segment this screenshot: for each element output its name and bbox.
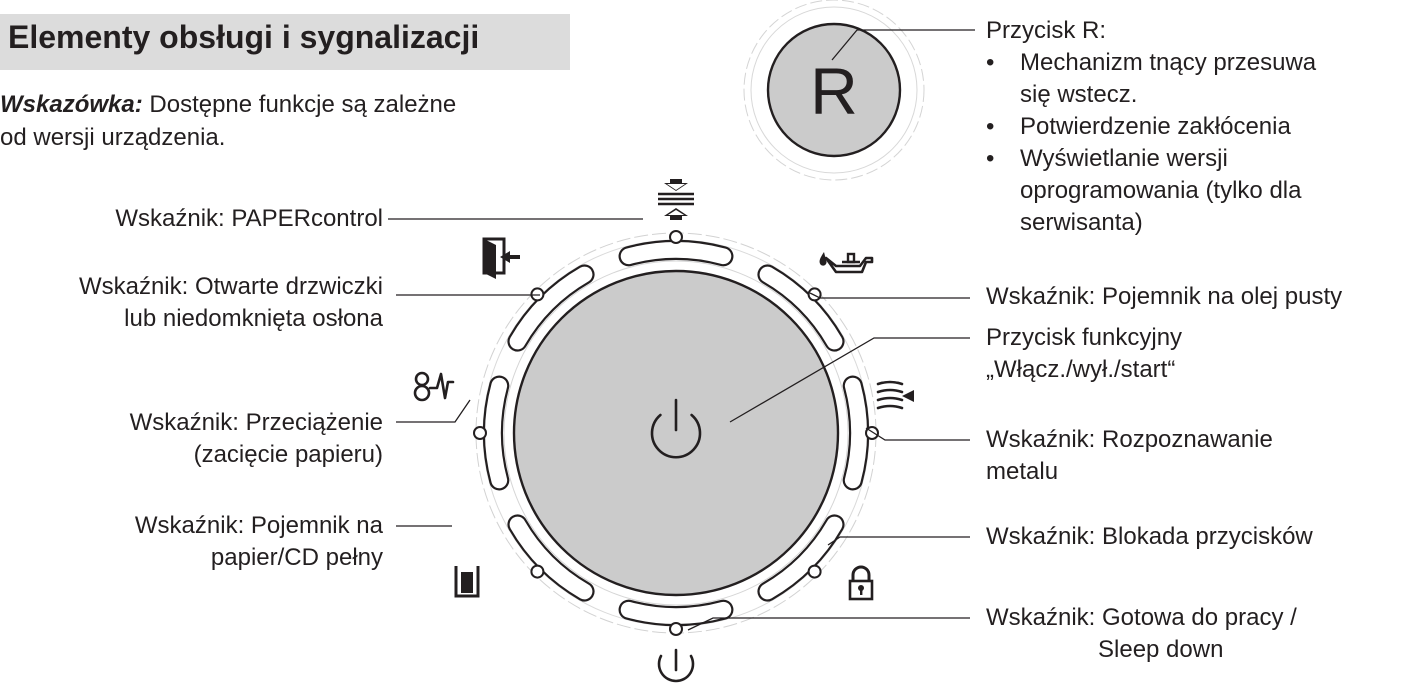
label-bin-full: Wskaźnik: Pojemnik na papier/CD pełny [135,510,383,574]
r-bullet: Wyświetlanie wersji oprogramowania (tylko… [986,143,1316,239]
segment-metal [842,375,870,491]
label-ready-line-2: Sleep down [1098,636,1224,663]
power-icon [657,648,695,683]
r-bullet-text-cont: serwisanta) [1020,209,1143,236]
r-bullet-text: Potwierdzenie zakłócenia [1020,113,1291,140]
indicator-segments [473,230,879,636]
label-ready-line-1: Wskaźnik: Gotowa do pracy / [986,604,1297,631]
segment-ready [618,599,734,627]
r-bullet: Potwierdzenie zakłócenia [986,111,1316,143]
label-bin-full-line-2: papier/CD pełny [210,544,383,571]
label-power-button-line-2: „Włącz./wył./start“ [986,356,1176,383]
label-r-button-title: Przycisk R: [986,15,1106,47]
r-button-group: R [743,0,925,181]
r-button[interactable] [766,22,902,158]
segment-bin [507,514,595,602]
bin-full-icon [454,566,480,598]
label-power-button: Przycisk funkcyjny „Włącz./wył./start“ [986,322,1182,386]
segment-bin-led [530,564,545,579]
r-bullet-text: Mechanizm tnący przesuwa [1020,49,1317,76]
oil-can-icon [819,252,874,274]
label-bin-full-line-1: Wskaźnik: Pojemnik na [134,512,383,539]
hint-note: Wskazówka: Dostępne funkcje są zależne o… [0,88,590,154]
segment-oil-led [807,287,822,302]
r-button-glyph: R [810,54,858,128]
leader-power-button [729,337,970,423]
papercontrol-icon [658,179,694,220]
label-papercontrol: Wskaźnik: PAPERcontrol [115,203,383,235]
label-oil-empty-line-1: Wskaźnik: Pojemnik na olej pusty [986,283,1343,310]
label-metal-detect-line-2: metalu [986,458,1059,485]
hint-text-line1: Dostępne funkcje są zależne [142,91,457,118]
label-door-open: Wskaźnik: Otwarte drzwiczki lub niedomkn… [79,271,383,335]
r-button-outer-ring [743,0,925,181]
segment-lock [757,514,845,602]
r-bullet-text: Wyświetlanie wersji [1020,145,1228,172]
leader-metal [865,427,970,441]
label-metal-detect: Wskaźnik: Rozpoznawanie metalu [986,424,1273,488]
segment-ready-led [669,622,683,636]
power-button[interactable] [512,269,840,597]
r-bullet-text-cont: oprogramowania (tylko dla [1020,177,1302,204]
segment-overload-led [473,426,487,440]
r-bullet: Mechanizm tnący przesuwa się wstecz. [986,47,1316,111]
label-overload-line-1: Wskaźnik: Przeciążenie [129,409,383,436]
leader-lines [388,29,975,631]
page-title: Elementy obsługi i sygnalizacji [8,19,480,55]
hint-text-line2: od wersji urządzenia. [0,124,226,151]
door-open-icon [482,237,520,279]
label-ready: Wskaźnik: Gotowa do pracy / Sleep down [986,602,1297,666]
title-bar [0,14,570,70]
r-button-title: Przycisk R: [986,17,1106,44]
label-power-button-line-1: Przycisk funkcyjny [986,324,1183,351]
leader-ready [687,617,970,631]
segment-lock-led [807,564,822,579]
leader-overload [396,399,471,423]
hint-label: Wskazówka: [0,91,143,118]
leader-lock [827,536,970,546]
r-bullet-text-cont: się wstecz. [1020,81,1138,108]
label-overload: Wskaźnik: Przeciążenie (zacięcie papieru… [130,407,383,471]
label-papercontrol-line-1: Wskaźnik: PAPERcontrol [115,205,383,232]
power-button-icon [650,398,702,459]
power-icon-arc [650,413,702,459]
label-metal-detect-line-1: Wskaźnik: Rozpoznawanie [986,426,1273,453]
label-oil-empty: Wskaźnik: Pojemnik na olej pusty [986,281,1342,313]
segment-overload [482,375,510,491]
label-door-open-line-1: Wskaźnik: Otwarte drzwiczki [78,273,383,300]
overload-icon [413,371,455,402]
leader-r-button [831,29,975,61]
r-button-bullets: Mechanizm tnący przesuwa się wstecz. Potw… [986,47,1316,239]
inner-ring [503,260,849,606]
label-overload-line-2: (zacięcie papieru) [193,441,383,468]
label-door-open-line-2: lub niedomknięta osłona [124,305,383,332]
r-button-inner-ring [750,6,918,174]
segment-papercontrol [618,239,734,267]
segment-papercontrol-led [669,230,683,244]
metal-detect-icon [876,380,914,410]
segment-door [507,264,595,352]
padlock-icon [848,565,874,601]
label-key-lock: Wskaźnik: Blokada przycisków [986,521,1313,553]
leader-oil [809,292,970,299]
label-key-lock-line-1: Wskaźnik: Blokada przycisków [986,523,1313,550]
segment-oil [757,264,845,352]
